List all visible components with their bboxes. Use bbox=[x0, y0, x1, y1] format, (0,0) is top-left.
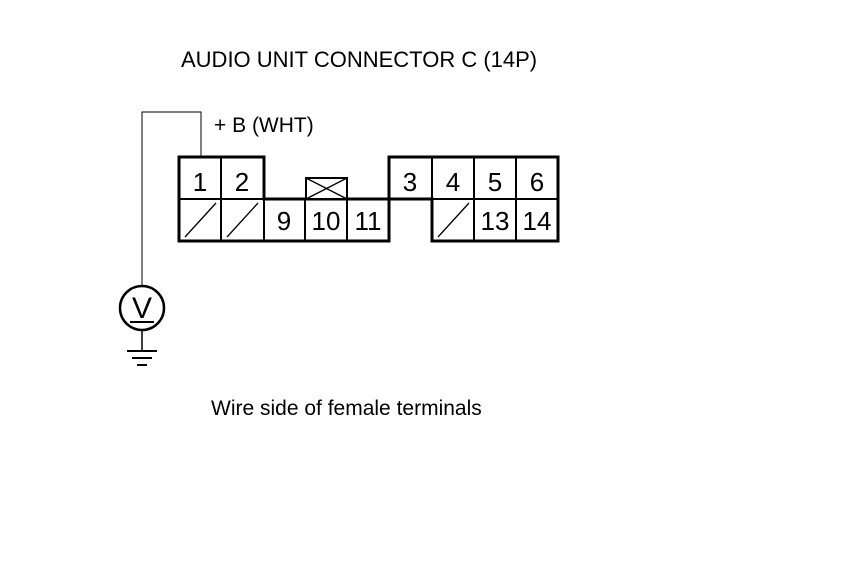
pin-label: 2 bbox=[235, 167, 249, 197]
empty-cavity-marks bbox=[184, 202, 470, 238]
pin-label: 3 bbox=[403, 167, 417, 197]
probe-wire bbox=[141, 111, 202, 285]
wire-label: + B (WHT) bbox=[214, 114, 314, 137]
locking-tab-icon bbox=[305, 177, 348, 200]
pin-label: 1 bbox=[193, 167, 207, 197]
pin-label: 10 bbox=[312, 206, 341, 236]
ground-icon bbox=[127, 330, 157, 366]
diagram-caption: Wire side of female terminals bbox=[211, 397, 482, 420]
pin-labels: 1 2 3 4 5 6 9 10 11 13 14 bbox=[193, 167, 552, 236]
diagram-title: AUDIO UNIT CONNECTOR C (14P) bbox=[181, 47, 537, 72]
pin-label: 6 bbox=[530, 167, 544, 197]
pin-label: 9 bbox=[277, 206, 291, 236]
voltmeter-label: V bbox=[132, 292, 152, 325]
pin-label: 5 bbox=[488, 167, 502, 197]
pin-label: 4 bbox=[446, 167, 460, 197]
pin-label: 11 bbox=[355, 206, 382, 236]
voltmeter-icon: V bbox=[118, 284, 166, 332]
connector-dividers bbox=[179, 157, 558, 241]
pin-label: 13 bbox=[481, 206, 510, 236]
pin-label: 14 bbox=[523, 206, 552, 236]
